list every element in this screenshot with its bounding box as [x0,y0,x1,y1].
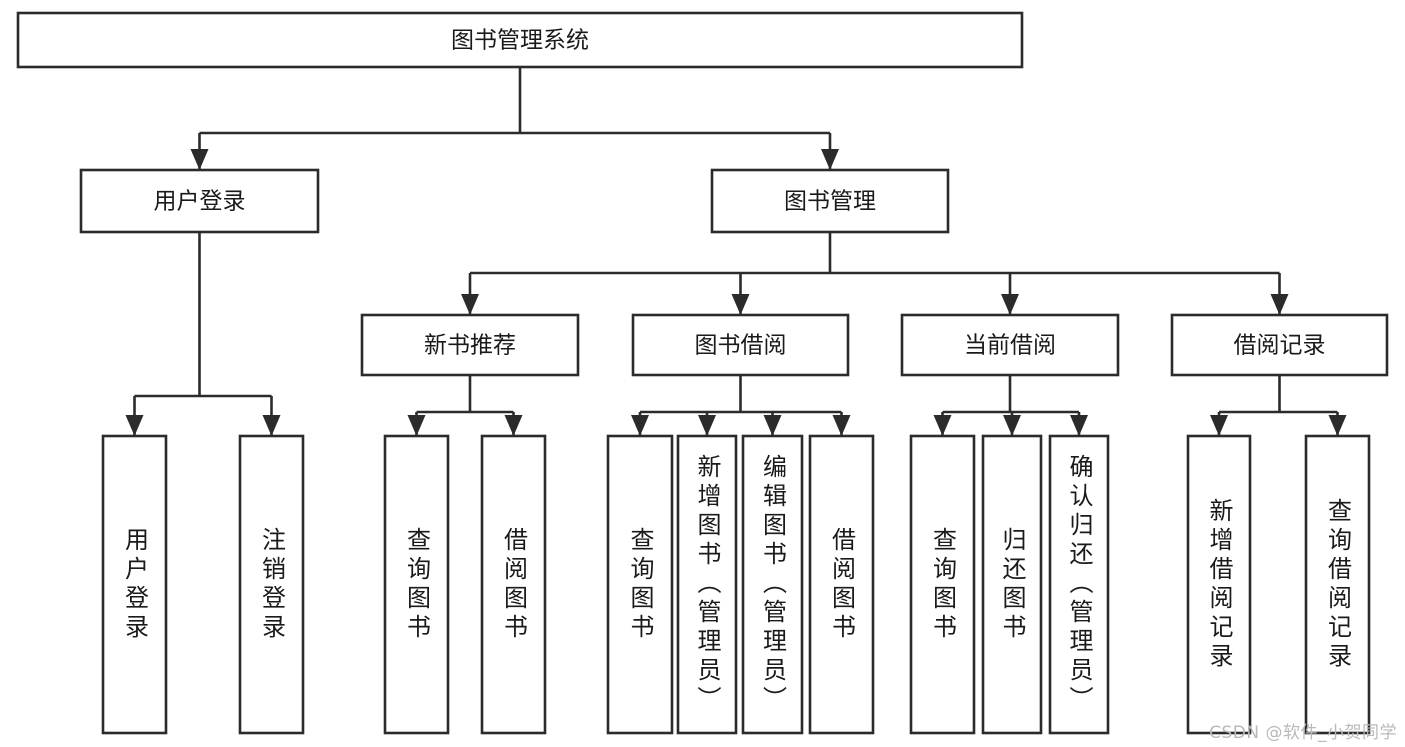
arrow-head-icon [832,415,851,436]
node-label: 当前借阅 [964,333,1056,359]
node-归还图书[interactable] [981,434,1043,735]
node-注销登录[interactable] [238,434,305,735]
arrow-head-icon [262,415,281,436]
arrow-head-icon [1328,415,1347,436]
node-新增借阅记录[interactable] [1186,434,1252,735]
node-box-layer [16,11,1389,735]
arrow-head-icon [125,415,144,436]
arrow-head-icon [1070,415,1088,436]
node-新书推荐[interactable] [360,313,580,377]
node-当前借阅[interactable] [900,313,1120,377]
arrow-head-icon [1003,415,1021,436]
node-label: 图书管理 [784,189,876,215]
node-label: 图书管理系统 [451,28,589,54]
node-查询图书[interactable] [606,434,674,735]
node-新增图书管理员[interactable] [676,434,738,735]
node-label: 新书推荐 [424,333,516,359]
node-label: 用户登录 [154,189,246,215]
node-查询借阅记录[interactable] [1304,434,1371,735]
node-确认归还管理员[interactable] [1048,434,1110,735]
arrow-head-icon [763,415,782,436]
arrow-head-icon [1270,294,1289,315]
arrow-head-icon [698,415,716,436]
node-图书管理[interactable] [710,168,950,234]
node-图书借阅[interactable] [631,313,850,377]
node-label: 图书借阅 [695,333,787,359]
node-用户登录[interactable] [101,434,168,735]
arrow-head-icon [190,149,209,170]
arrow-head-icon [461,294,479,315]
arrow-head-icon [1210,415,1228,436]
connector-layer [125,67,1347,436]
arrow-head-icon [933,415,952,436]
node-查询图书[interactable] [383,434,450,735]
arrow-head-icon [631,415,649,436]
arrow-head-icon [504,415,523,436]
watermark-text: CSDN @软件_小贺同学 [1209,723,1397,743]
arrow-head-icon [731,294,750,315]
node-label: 借阅记录 [1234,333,1326,359]
node-借阅图书[interactable] [808,434,875,735]
node-用户登录[interactable] [79,168,320,234]
arrow-head-icon [1001,294,1019,315]
node-编辑图书管理员[interactable] [741,434,804,735]
arrow-head-icon [821,149,839,170]
node-图书管理系统[interactable] [16,11,1024,69]
node-查询图书[interactable] [909,434,976,735]
node-借阅图书[interactable] [480,434,547,735]
arrow-head-icon [407,415,426,436]
node-借阅记录[interactable] [1170,313,1389,377]
